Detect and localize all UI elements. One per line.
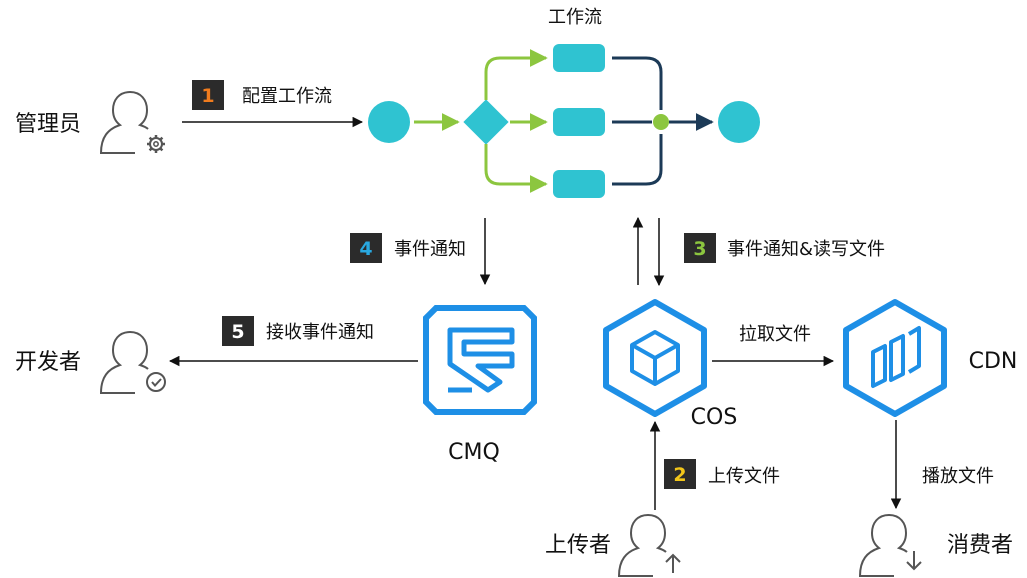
step-1-number: 1 [201,85,214,107]
step-5-label: 接收事件通知 [266,322,374,343]
workflow-task-node [553,108,605,136]
step-2-number: 2 [673,464,686,486]
service-cdn-label: CDN [969,349,1018,374]
actor-uploader-label: 上传者 [545,533,611,558]
service-cmq-label: CMQ [448,440,500,465]
cdn-service-icon [843,299,947,417]
step-4-badge: 4 [350,233,382,263]
step-3-badge: 3 [684,233,716,263]
service-cos-label: COS [691,405,738,430]
cmq-service-icon [423,305,537,415]
workflow-task-node [553,170,605,198]
step-4-label: 事件通知 [394,239,466,260]
developer-person-icon [99,331,166,394]
step-4-number: 4 [359,238,372,260]
step-2-label: 上传文件 [708,466,780,487]
gear-icon [147,135,165,153]
edge-pull-label: 拉取文件 [739,324,811,345]
workflow-end-node [718,101,760,143]
workflow-graph [368,44,760,198]
admin-person-icon [99,91,165,154]
download-arrow-icon [906,551,922,571]
consumer-person-icon [858,514,922,577]
upload-arrow-icon [665,553,681,573]
workflow-title: 工作流 [548,7,602,28]
step-5-number: 5 [231,321,244,343]
uploader-person-icon [617,514,681,577]
step-3-label: 事件通知&读写文件 [727,239,885,260]
workflow-join-node [653,114,669,130]
step-5-badge: 5 [222,316,254,346]
step-1-badge: 1 [192,80,224,110]
cos-service-icon [603,299,707,417]
actor-admin-label: 管理员 [15,112,81,137]
actor-developer-label: 开发者 [15,350,81,375]
edge-play-label: 播放文件 [922,466,994,487]
workflow-decision-node [463,99,509,145]
step-1-label: 配置工作流 [242,86,332,107]
step-3-number: 3 [693,238,706,260]
step-2-badge: 2 [664,459,696,489]
workflow-task-node [553,44,605,72]
check-icon [146,372,166,392]
actor-consumer-label: 消费者 [947,533,1013,558]
workflow-start-node [368,101,410,143]
